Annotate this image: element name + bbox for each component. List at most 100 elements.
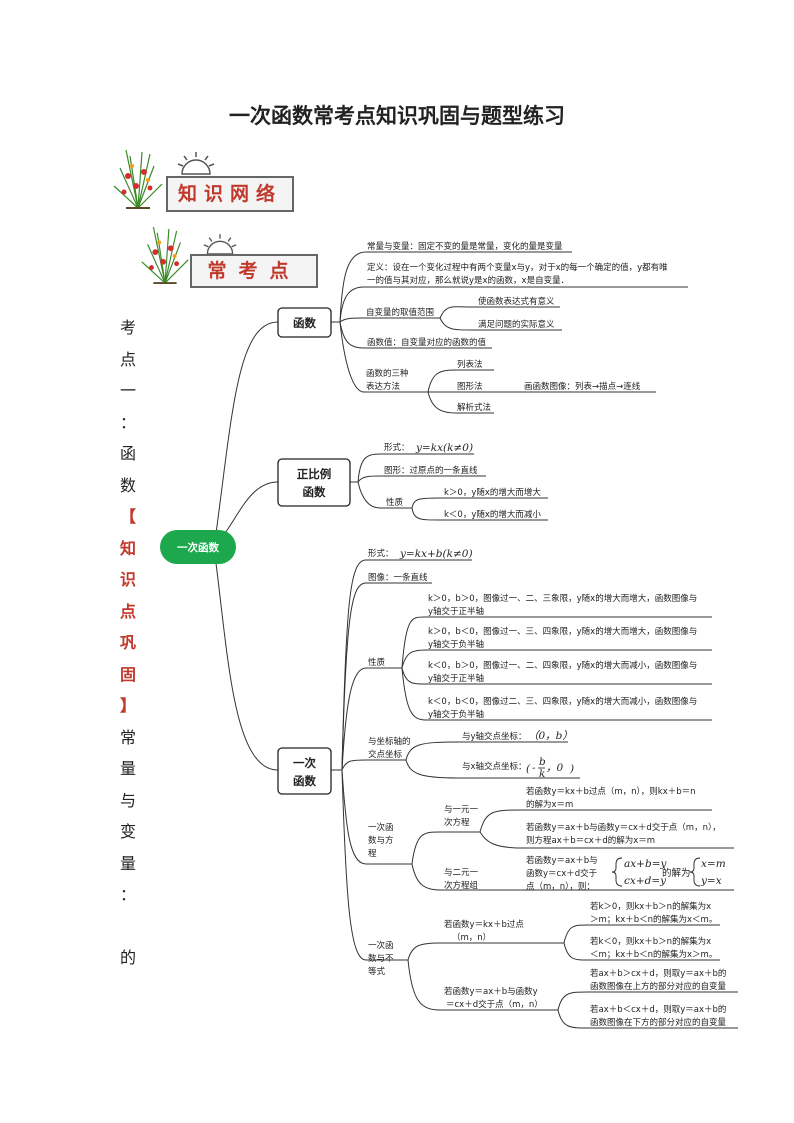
system-sol-1: x=m bbox=[701, 858, 726, 870]
sun-icon bbox=[203, 234, 237, 255]
text-three-methods-1: 函数的三种 bbox=[366, 368, 409, 379]
flower-decoration-2 bbox=[141, 226, 189, 284]
text-constant-variable: 常量与变量：固定不变的量是常量，变化的量是变量 bbox=[367, 241, 563, 252]
text-ineq2-2a: 若ax＋b＜cx＋d，则取y＝ax＋b的 bbox=[590, 1004, 726, 1015]
text-eq1-2a: 若函数y＝ax＋b与函数y＝cx＋d交于点（m，n）， bbox=[526, 822, 721, 833]
root-node bbox=[160, 530, 236, 564]
side-char: 数 bbox=[119, 475, 136, 495]
side-char: 点 bbox=[119, 349, 136, 369]
side-heading: 考 点 一 ： 函 数 【 知 识 点 巩 固 】 常 量 与 变 量 ： 的 bbox=[118, 312, 138, 974]
system-eq-1: ax+b=y bbox=[624, 858, 667, 870]
text-linear-n1a: k＞0，b＞0，图像过一、二、三象限，y随x的增大而增大，函数图像与 bbox=[428, 593, 697, 604]
text-ineq-1: 一次函 bbox=[368, 940, 394, 951]
node-linear-label-1: 一次 bbox=[293, 756, 316, 770]
side-char: 与 bbox=[119, 790, 136, 810]
side-char: 】 bbox=[119, 696, 136, 715]
side-char: 变 bbox=[119, 822, 136, 841]
banner-key-points: 常考点 bbox=[190, 254, 318, 288]
text-ineq2-1b: 函数图像在上方的部分对应的自变量 bbox=[590, 981, 727, 992]
node-linear-label-2: 函数 bbox=[293, 774, 316, 788]
text-domain-b: 满足问题的实际意义 bbox=[478, 319, 555, 330]
text-ineq1-1: 若函数y＝kx＋b过点 bbox=[444, 919, 524, 930]
text-prop-n2: k＜0，y随x的增大而减小 bbox=[444, 509, 541, 520]
text-prop-form-label: 形式： bbox=[384, 442, 410, 453]
x-intercept-rest: ，0 bbox=[546, 762, 563, 774]
text-ineq-3: 等式 bbox=[368, 966, 386, 977]
side-char: 一 bbox=[119, 381, 136, 400]
text-y-intercept-value: （0，b） bbox=[528, 730, 573, 742]
root-label: 一次函数 bbox=[177, 541, 219, 554]
text-linear-image: 图像：一条直线 bbox=[368, 572, 428, 583]
text-ineq1-1a: 若k＞0，则kx＋b＞n的解集为x bbox=[590, 901, 711, 912]
text-linear-form: y=kx+b(k≠0) bbox=[399, 548, 473, 560]
text-ineq2-1a: 若ax＋b＞cx＋d，则取y＝ax＋b的 bbox=[590, 968, 726, 979]
text-x-intercept: 与x轴交点坐标： bbox=[462, 761, 527, 772]
node-function-label: 函数 bbox=[293, 316, 316, 330]
text-linear-n4b: y轴交于负半轴 bbox=[428, 709, 484, 720]
text-method-table: 列表法 bbox=[457, 359, 483, 370]
text-linear-n2b: y轴交于负半轴 bbox=[428, 639, 484, 650]
text-ineq1-2: （m，n） bbox=[452, 932, 491, 943]
fraction-denominator: k bbox=[539, 768, 545, 780]
text-definition-2: 一的值与其对应，那么就说y是x的函数，x是自变量． bbox=[367, 275, 569, 286]
node-proportional-label-2: 函数 bbox=[303, 485, 326, 499]
text-method-formula: 解析式法 bbox=[457, 402, 491, 413]
text-domain: 自变量的取值范围 bbox=[366, 307, 434, 318]
text-prop-n1: k＞0，y随x的增大而增大 bbox=[444, 487, 541, 498]
text-linear-n1b: y轴交于正半轴 bbox=[428, 606, 484, 617]
node-function bbox=[277, 307, 332, 338]
svg-text:): ) bbox=[569, 763, 574, 775]
text-linear-n3b: y轴交于正半轴 bbox=[428, 673, 484, 684]
text-ineq2-2: ＝cx＋d交于点（m，n） bbox=[446, 999, 543, 1010]
node-proportional-label-1: 正比例 bbox=[297, 467, 332, 481]
side-char: 考 bbox=[119, 318, 136, 337]
text-eq2-1: 与二元一 bbox=[444, 868, 479, 878]
text-ineq2-1: 若函数y＝ax＋b与函数y bbox=[444, 986, 538, 997]
text-eq1-1b: 的解为x＝m bbox=[526, 799, 573, 810]
text-eq-1: 一次函 bbox=[368, 822, 394, 833]
system-solution-label: 的解为 bbox=[662, 867, 691, 879]
text-linear-nature: 性质 bbox=[368, 657, 386, 668]
side-char: 知 bbox=[119, 538, 136, 558]
text-eq2-2: 次方程组 bbox=[444, 880, 479, 891]
text-prop-nature: 性质 bbox=[386, 497, 404, 508]
side-char: 【 bbox=[119, 507, 136, 526]
text-function-value: 函数值：自变量对应的函数的值 bbox=[367, 337, 487, 348]
fraction-numerator: b bbox=[539, 756, 546, 768]
text-axis-1: 与坐标轴的 bbox=[368, 736, 411, 747]
text-linear-form-label: 形式： bbox=[368, 548, 394, 559]
text-domain-a: 使函数表达式有意义 bbox=[478, 296, 555, 307]
text-ineq1-2a: 若k＜0，则kx＋b＞n的解集为x bbox=[590, 936, 711, 947]
svg-text:-: - bbox=[532, 762, 536, 774]
side-char: 点 bbox=[119, 601, 136, 621]
side-char: ： bbox=[119, 885, 136, 904]
side-char: 的 bbox=[119, 948, 136, 967]
text-eq2-1a: 若函数y＝ax＋b与 bbox=[526, 855, 598, 866]
text-eq-2: 数与方 bbox=[368, 835, 394, 846]
sun-icon bbox=[177, 152, 215, 175]
text-eq2-1b: 函数y＝cx＋d交于 bbox=[526, 868, 598, 879]
equation-system: ax+b=y cx+d=y 的解为 x=m y=x bbox=[611, 857, 726, 887]
text-ineq2-2b: 函数图像在下方的部分对应的自变量 bbox=[590, 1017, 727, 1028]
flower-decoration-1 bbox=[113, 149, 163, 209]
system-sol-2: y=x bbox=[700, 875, 722, 887]
text-linear-n4a: k＜0，b＜0，图像过二、三、四象限，y随x的增大而减小，函数图像与 bbox=[428, 696, 697, 707]
text-eq1-1: 与一元一 bbox=[444, 805, 479, 815]
node-linear bbox=[277, 747, 332, 795]
text-linear-n2a: k＞0，b＜0，图像过一、三、四象限，y随x的增大而增大，函数图像与 bbox=[428, 626, 697, 637]
node-proportional bbox=[277, 458, 351, 507]
text-ineq1-2b: ＜m；kx＋b＜n的解集为x＞m。 bbox=[590, 949, 717, 960]
side-char: 巩 bbox=[119, 633, 136, 652]
connector-lines bbox=[213, 251, 738, 1029]
text-definition-1: 定义：设在一个变化过程中有两个变量x与y，对于x的每一个确定的值，y都有唯 bbox=[367, 262, 668, 273]
side-char: 常 bbox=[119, 727, 136, 747]
text-ineq1-1b: ＞m；kx＋b＜n的解集为x＜m。 bbox=[590, 914, 717, 925]
side-char: 函 bbox=[119, 444, 136, 463]
page-title: 一次函数常考点知识巩固与题型练习 bbox=[229, 103, 565, 128]
side-char: 固 bbox=[119, 664, 136, 684]
text-ineq-2: 数与不 bbox=[368, 953, 394, 964]
text-eq2-1c: 点（m，n），则： bbox=[526, 881, 595, 892]
text-y-intercept: 与y轴交点坐标： bbox=[462, 731, 527, 742]
svg-text:(: ( bbox=[526, 763, 531, 775]
